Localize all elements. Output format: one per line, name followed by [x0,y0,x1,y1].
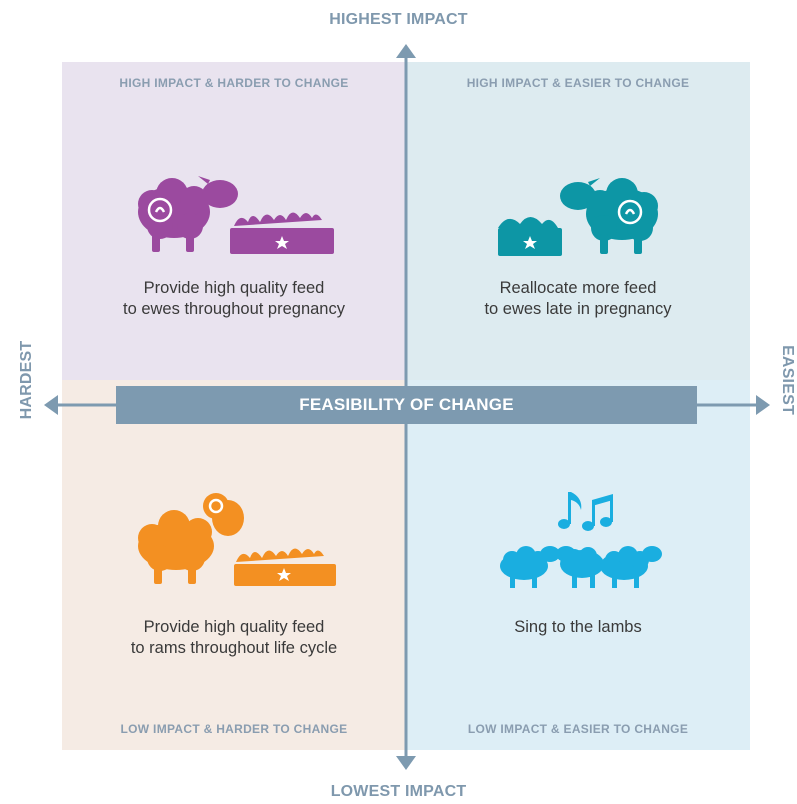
quadrant-low-impact-harder: LOW IMPACT & HARDER TO CHANGE Provide hi… [62,380,406,750]
ewe-late-pregnancy-feed-icon [498,178,658,256]
quadrant-label: LOW IMPACT & EASIER TO CHANGE [467,722,689,736]
axis-label-bottom: LOWEST IMPACT [330,783,467,800]
arrow-left-icon [44,395,58,415]
arrow-up-icon [396,44,416,58]
feasibility-of-change-band: FEASIBILITY OF CHANGE [116,386,697,424]
quadrant-description: Reallocate more feed to ewes late in pre… [406,278,750,320]
quadrant-description: Sing to the lambs [406,617,750,638]
axis-label-left: HARDEST [18,340,35,420]
quadrant-high-impact-easier: HIGH IMPACT & EASIER TO CHANGE Reallocat… [406,62,750,380]
quadrant-label: LOW IMPACT & HARDER TO CHANGE [120,722,348,736]
axis-label-right: EASIEST [779,345,796,415]
arrow-right-icon [756,395,770,415]
arrow-down-icon [396,756,416,770]
description-line: Reallocate more feed [499,279,657,297]
pregnant-ewe-feed-icon [138,176,334,254]
quadrant-label: HIGH IMPACT & EASIER TO CHANGE [466,76,690,90]
description-line: to rams throughout life cycle [130,639,338,657]
axis-label-top: HIGHEST IMPACT [329,11,468,28]
singing-lambs-icon [500,492,662,588]
quadrant-description: Provide high quality feed to rams throug… [62,617,406,659]
description-line: Sing to the lambs [514,618,642,636]
ram-feed-icon [138,493,336,586]
description-line: to ewes throughout pregnancy [123,300,345,318]
description-line: Provide high quality feed [143,618,325,636]
description-line: to ewes late in pregnancy [484,300,672,318]
description-line: Provide high quality feed [143,279,325,297]
quadrant-high-impact-harder: HIGH IMPACT & HARDER TO CHANGE Provide h… [62,62,406,380]
quadrant-description: Provide high quality feed to ewes throug… [62,278,406,320]
quadrant-label: HIGH IMPACT & HARDER TO CHANGE [119,76,349,90]
